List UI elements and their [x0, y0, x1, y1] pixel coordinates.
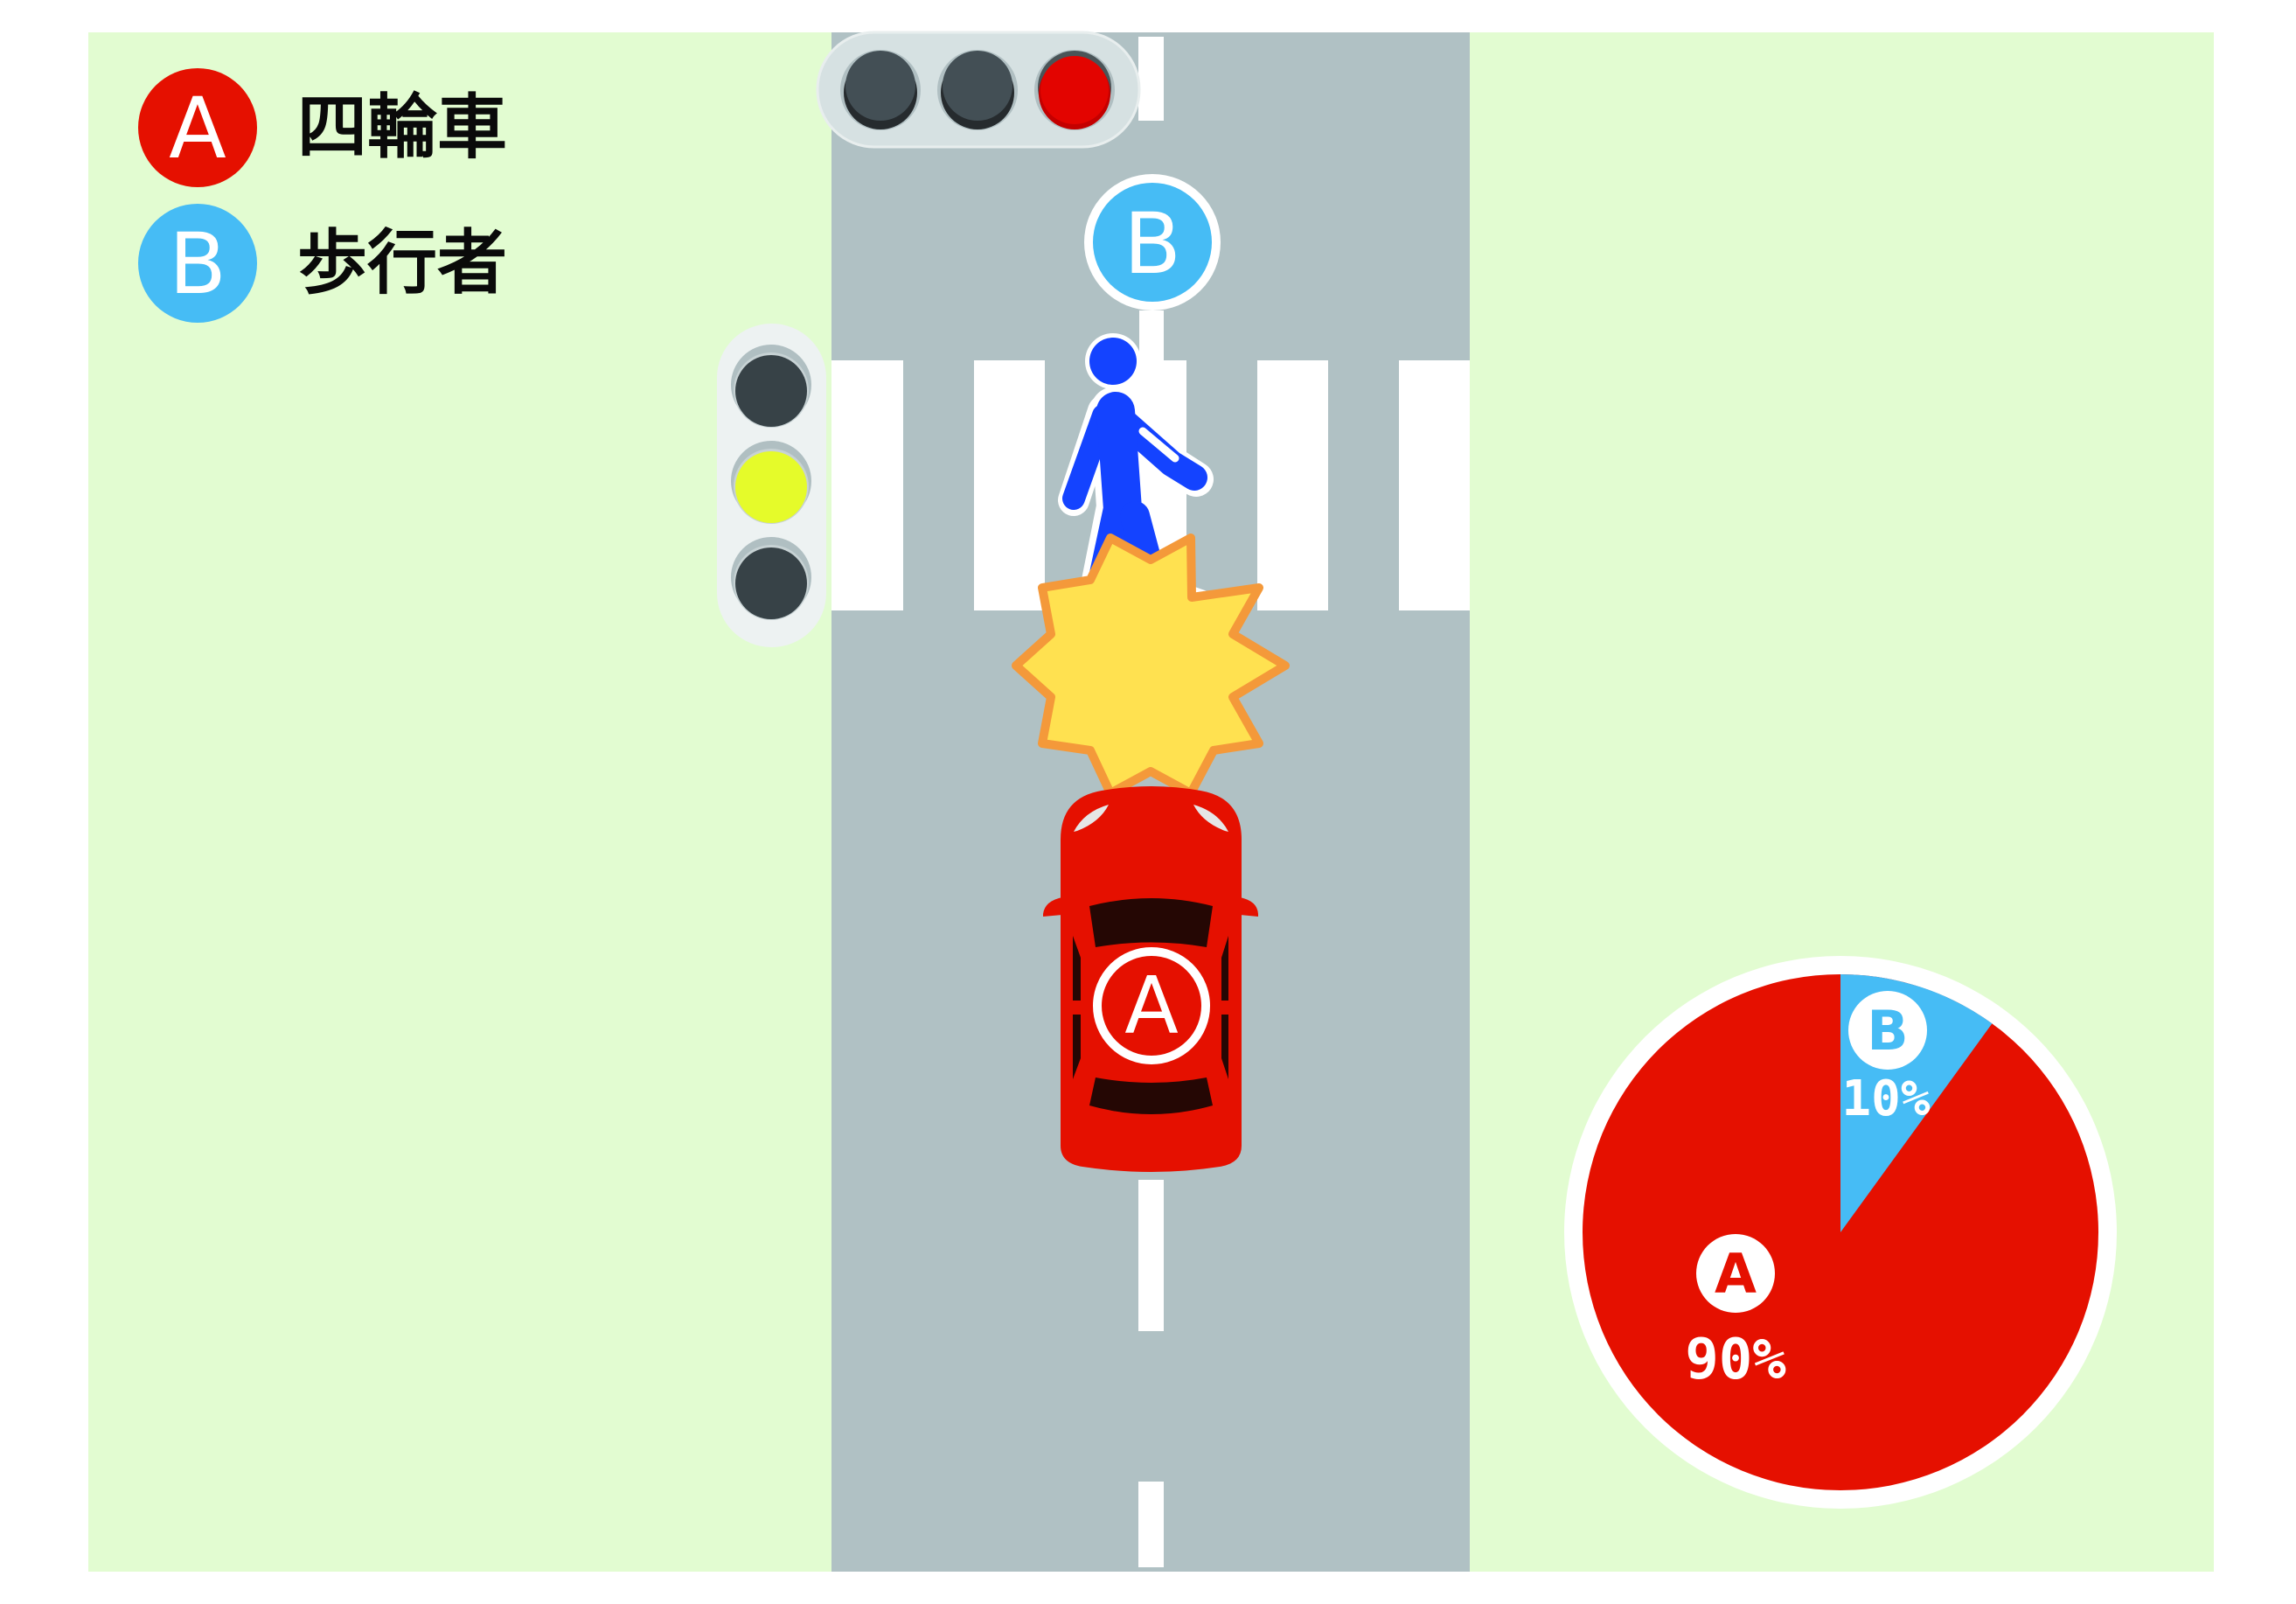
pedestrian-side-traffic-signal	[717, 324, 826, 647]
fault-ratio-pie-chart: B 10% A 90%	[1564, 956, 2117, 1509]
legend-b-label: 歩行者	[297, 222, 507, 303]
pie-b-letter: B	[1867, 999, 1908, 1063]
signal-light-red-icon	[1034, 50, 1115, 130]
signal-light-yellow-icon	[731, 441, 811, 524]
center-line-dash	[1139, 310, 1164, 363]
car-a-icon: A	[1043, 786, 1258, 1172]
badge-b-icon	[138, 204, 257, 323]
pie-a-value: 90%	[1685, 1328, 1786, 1392]
legend-a-letter: A	[169, 80, 226, 178]
pedestrian-marker: B	[1084, 174, 1221, 310]
legend-item-b: B 歩行者	[138, 204, 507, 323]
car-marker-letter: A	[1124, 960, 1179, 1052]
center-line-dash	[1138, 1482, 1164, 1567]
vehicle-traffic-signal	[816, 31, 1141, 149]
legend-b-letter: B	[169, 215, 226, 313]
legend-a-label: 四輪車	[297, 87, 507, 168]
legend: A 四輪車 B 歩行者	[138, 68, 507, 323]
signal-light-off-icon	[937, 50, 1018, 130]
center-line-dash	[1138, 37, 1164, 121]
center-line-dash	[1138, 1180, 1164, 1331]
signal-light-off-icon	[731, 345, 811, 428]
signal-light-off-icon	[731, 537, 811, 620]
badge-a-icon	[138, 68, 257, 187]
pie-b-value: 10%	[1841, 1070, 1930, 1127]
legend-item-a: A 四輪車	[138, 68, 507, 187]
pie-a-letter: A	[1715, 1242, 1757, 1306]
pedestrian-marker-letter: B	[1124, 195, 1181, 293]
signal-light-off-icon	[840, 50, 921, 130]
badge-b-icon	[1093, 183, 1212, 302]
